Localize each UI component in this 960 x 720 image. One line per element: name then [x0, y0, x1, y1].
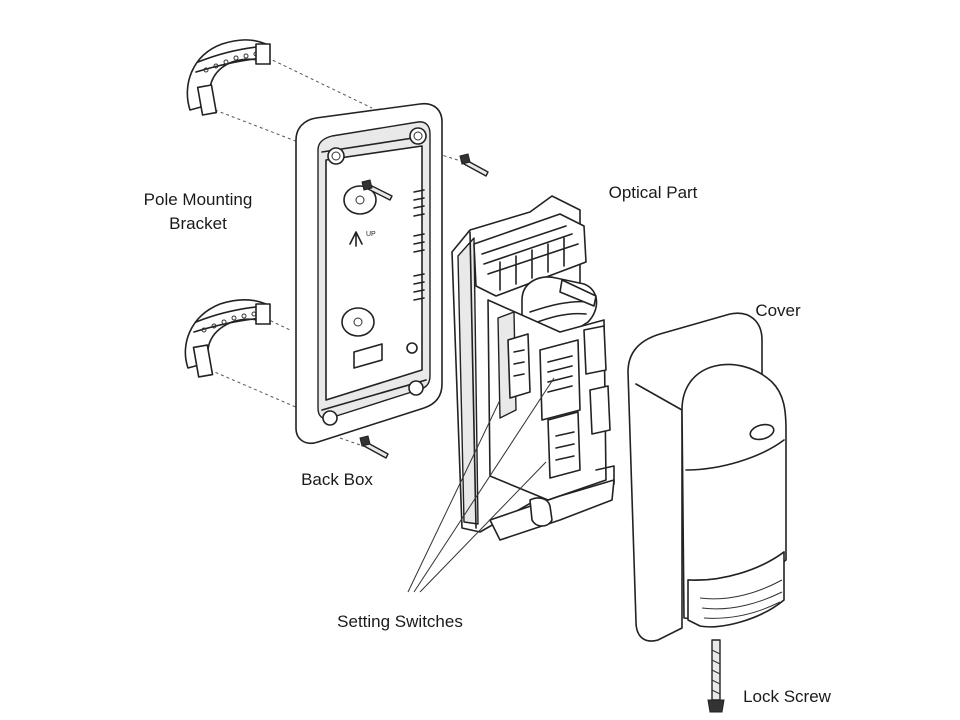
lower-pole-bracket — [184, 299, 271, 378]
lock-screw-label: Lock Screw — [743, 687, 831, 706]
back-box — [295, 102, 443, 444]
optical-part-label: Optical Part — [608, 183, 698, 202]
upper-pole-bracket — [186, 39, 271, 116]
back-box-screw-right — [459, 153, 489, 177]
pole-mounting-bracket-label: Pole Mounting Bracket — [118, 188, 278, 236]
optical-part — [451, 195, 615, 541]
up-arrow-label: UP — [366, 231, 376, 238]
assembly-guide-lines — [209, 54, 465, 448]
back-box-screw-lower — [359, 435, 389, 459]
setting-switches-leaders — [407, 377, 555, 593]
cover-label: Cover — [755, 301, 801, 320]
back-box-label: Back Box — [301, 470, 373, 489]
cover — [627, 312, 787, 642]
lock-screw — [707, 639, 725, 713]
setting-switches-label: Setting Switches — [337, 612, 463, 631]
pole-bracket-label-line2: Bracket — [169, 214, 227, 233]
back-box-screw-upper — [361, 179, 393, 201]
pole-bracket-label-line1: Pole Mounting — [143, 190, 253, 209]
